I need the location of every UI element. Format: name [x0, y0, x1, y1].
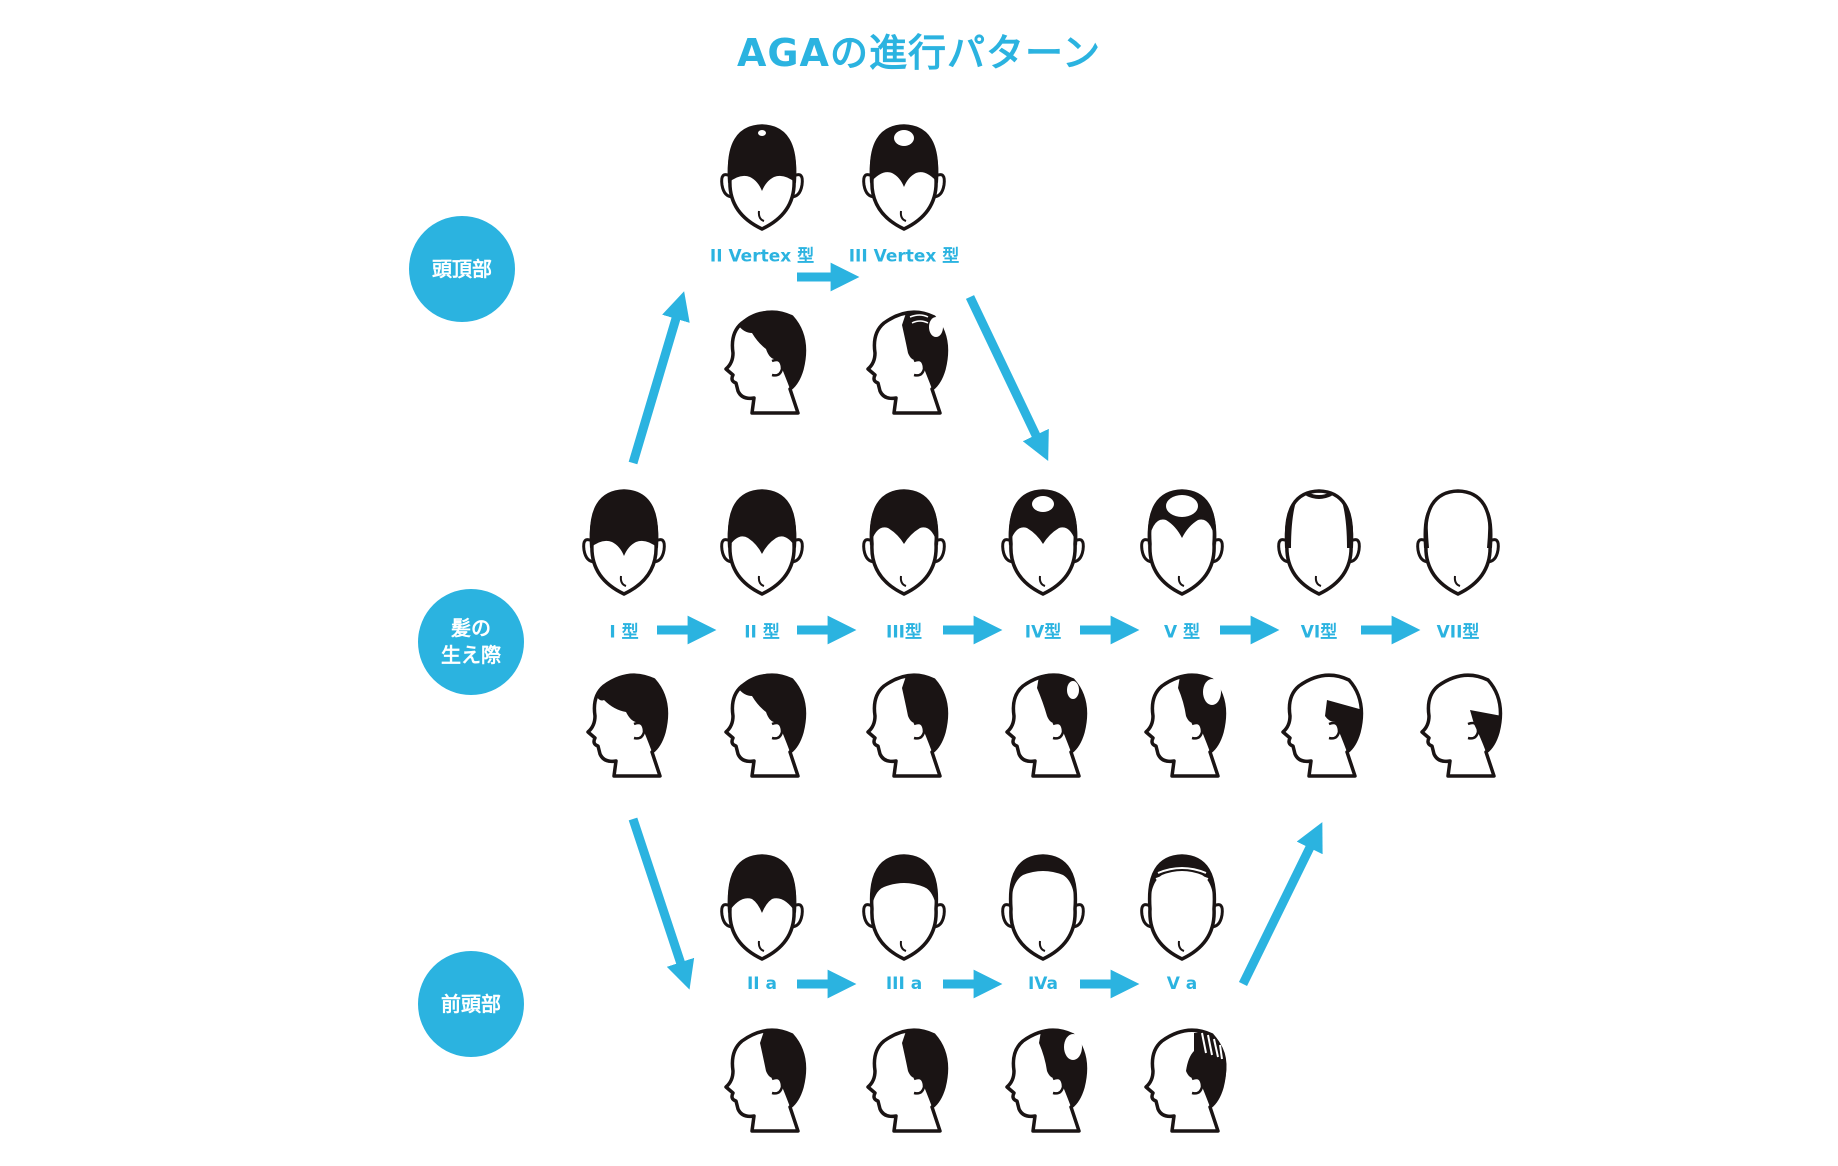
label-vertex-3: III Vertex 型 — [848, 246, 960, 267]
arrow-frontal-to-type-6 — [1238, 822, 1323, 986]
category-hairline: 髪の 生え際 — [418, 589, 524, 695]
label-type-1: I 型 — [609, 622, 639, 643]
label-type-6: VI型 — [1300, 622, 1338, 643]
label-vertex-2: II Vertex 型 — [709, 246, 815, 267]
arrow-to-vertex — [628, 291, 690, 465]
label-type-2a: II a — [746, 974, 778, 994]
label-type-2: II 型 — [744, 622, 780, 643]
label-type-4a: IVa — [1027, 974, 1059, 994]
label-type-3a: III a — [885, 974, 923, 994]
diagram-title: AGAの進行パターン — [736, 31, 1102, 75]
label-type-5: V 型 — [1163, 622, 1201, 643]
category-frontal: 前頭部 — [418, 951, 524, 1057]
label-type-7: VII型 — [1436, 622, 1480, 643]
category-vertex: 頭頂部 — [409, 216, 515, 322]
arrow-vertex-to-type-4 — [965, 295, 1049, 461]
arrow-to-frontal — [628, 817, 695, 990]
label-type-4: IV型 — [1024, 622, 1062, 643]
label-type-3: III型 — [886, 622, 922, 643]
label-type-5a: V a — [1166, 974, 1198, 994]
